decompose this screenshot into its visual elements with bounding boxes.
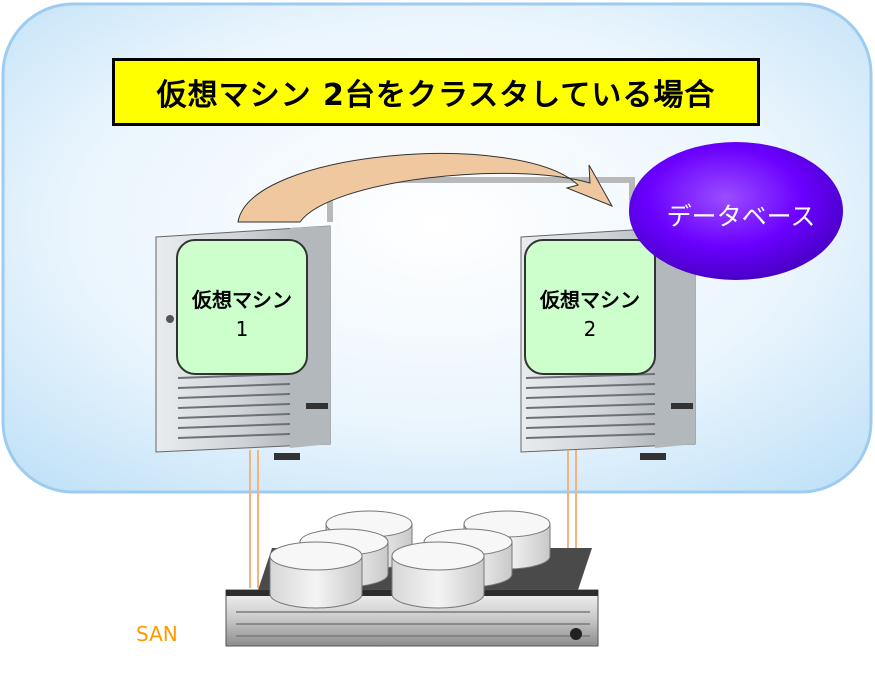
vm-1-box [176, 239, 308, 375]
failover-arrow [237, 153, 614, 223]
database-ellipse [629, 142, 843, 280]
disk-cylinder-icon [391, 541, 485, 609]
vm-1-name: 仮想マシン [192, 288, 292, 312]
title-box: 仮想マシン 2台をクラスタしている場合 [112, 58, 760, 126]
vm-1-label: 仮想マシン 1 [177, 284, 307, 341]
diagram-title: 仮想マシン 2台をクラスタしている場合 [156, 78, 716, 113]
disk-cylinder-icon [269, 541, 363, 609]
database-label: データベース [666, 202, 816, 231]
san-label: SAN [136, 622, 178, 646]
vm-1-number: 1 [235, 317, 249, 341]
vm-2-box [524, 239, 656, 375]
vm-2-name: 仮想マシン [540, 288, 640, 312]
vm-2-number: 2 [583, 317, 597, 341]
vm-2-label: 仮想マシン 2 [525, 284, 655, 341]
